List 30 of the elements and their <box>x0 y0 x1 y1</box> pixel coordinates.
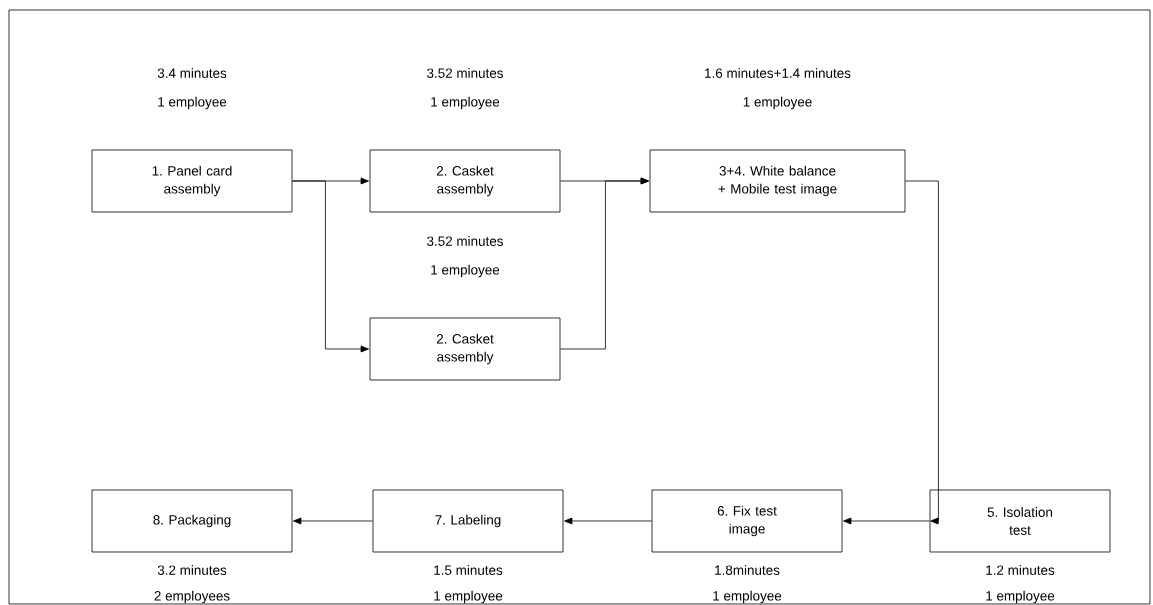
arrow <box>292 180 369 353</box>
duration-label: 1 employee <box>743 96 812 110</box>
duration-label: 1 employee <box>434 590 503 604</box>
arrow <box>293 517 373 525</box>
duration-label: 1 employee <box>713 590 782 604</box>
duration-label: 1.6 minutes+1.4 minutes <box>705 68 851 78</box>
duration-label: 1 employee <box>158 96 227 110</box>
process-box: 2. Casket assembly <box>369 317 561 381</box>
duration-label: 1 employee <box>986 590 1055 604</box>
arrow <box>560 177 649 350</box>
arrow <box>564 517 652 525</box>
process-box: 3+4. White balance + Mobile test image <box>649 149 906 213</box>
duration-label: 3.52 minutes <box>427 68 503 78</box>
process-box: 6. Fix test image <box>651 489 843 553</box>
duration-label: 1.8minutes <box>715 565 780 575</box>
duration-label: 1.5 minutes <box>434 565 503 575</box>
duration-label: 3.52 minutes <box>427 236 503 246</box>
duration-label: 1.2 minutes <box>986 565 1055 575</box>
duration-label: 3.2 minutes <box>157 565 227 575</box>
process-box: 8. Packaging <box>91 489 293 553</box>
duration-label: 1 employee <box>431 96 500 110</box>
duration-label: 3.4 minutes <box>157 68 227 78</box>
process-box: 1. Panel card assembly <box>91 149 293 213</box>
duration-label: 2 employees <box>154 590 230 604</box>
process-box: 5. Isolation test <box>929 489 1111 553</box>
duration-label: 1 employee <box>431 264 500 278</box>
process-box: 2. Casket assembly <box>369 149 561 213</box>
arrow <box>905 180 939 525</box>
process-box: 7. Labeling <box>372 489 564 553</box>
arrow <box>843 517 930 525</box>
